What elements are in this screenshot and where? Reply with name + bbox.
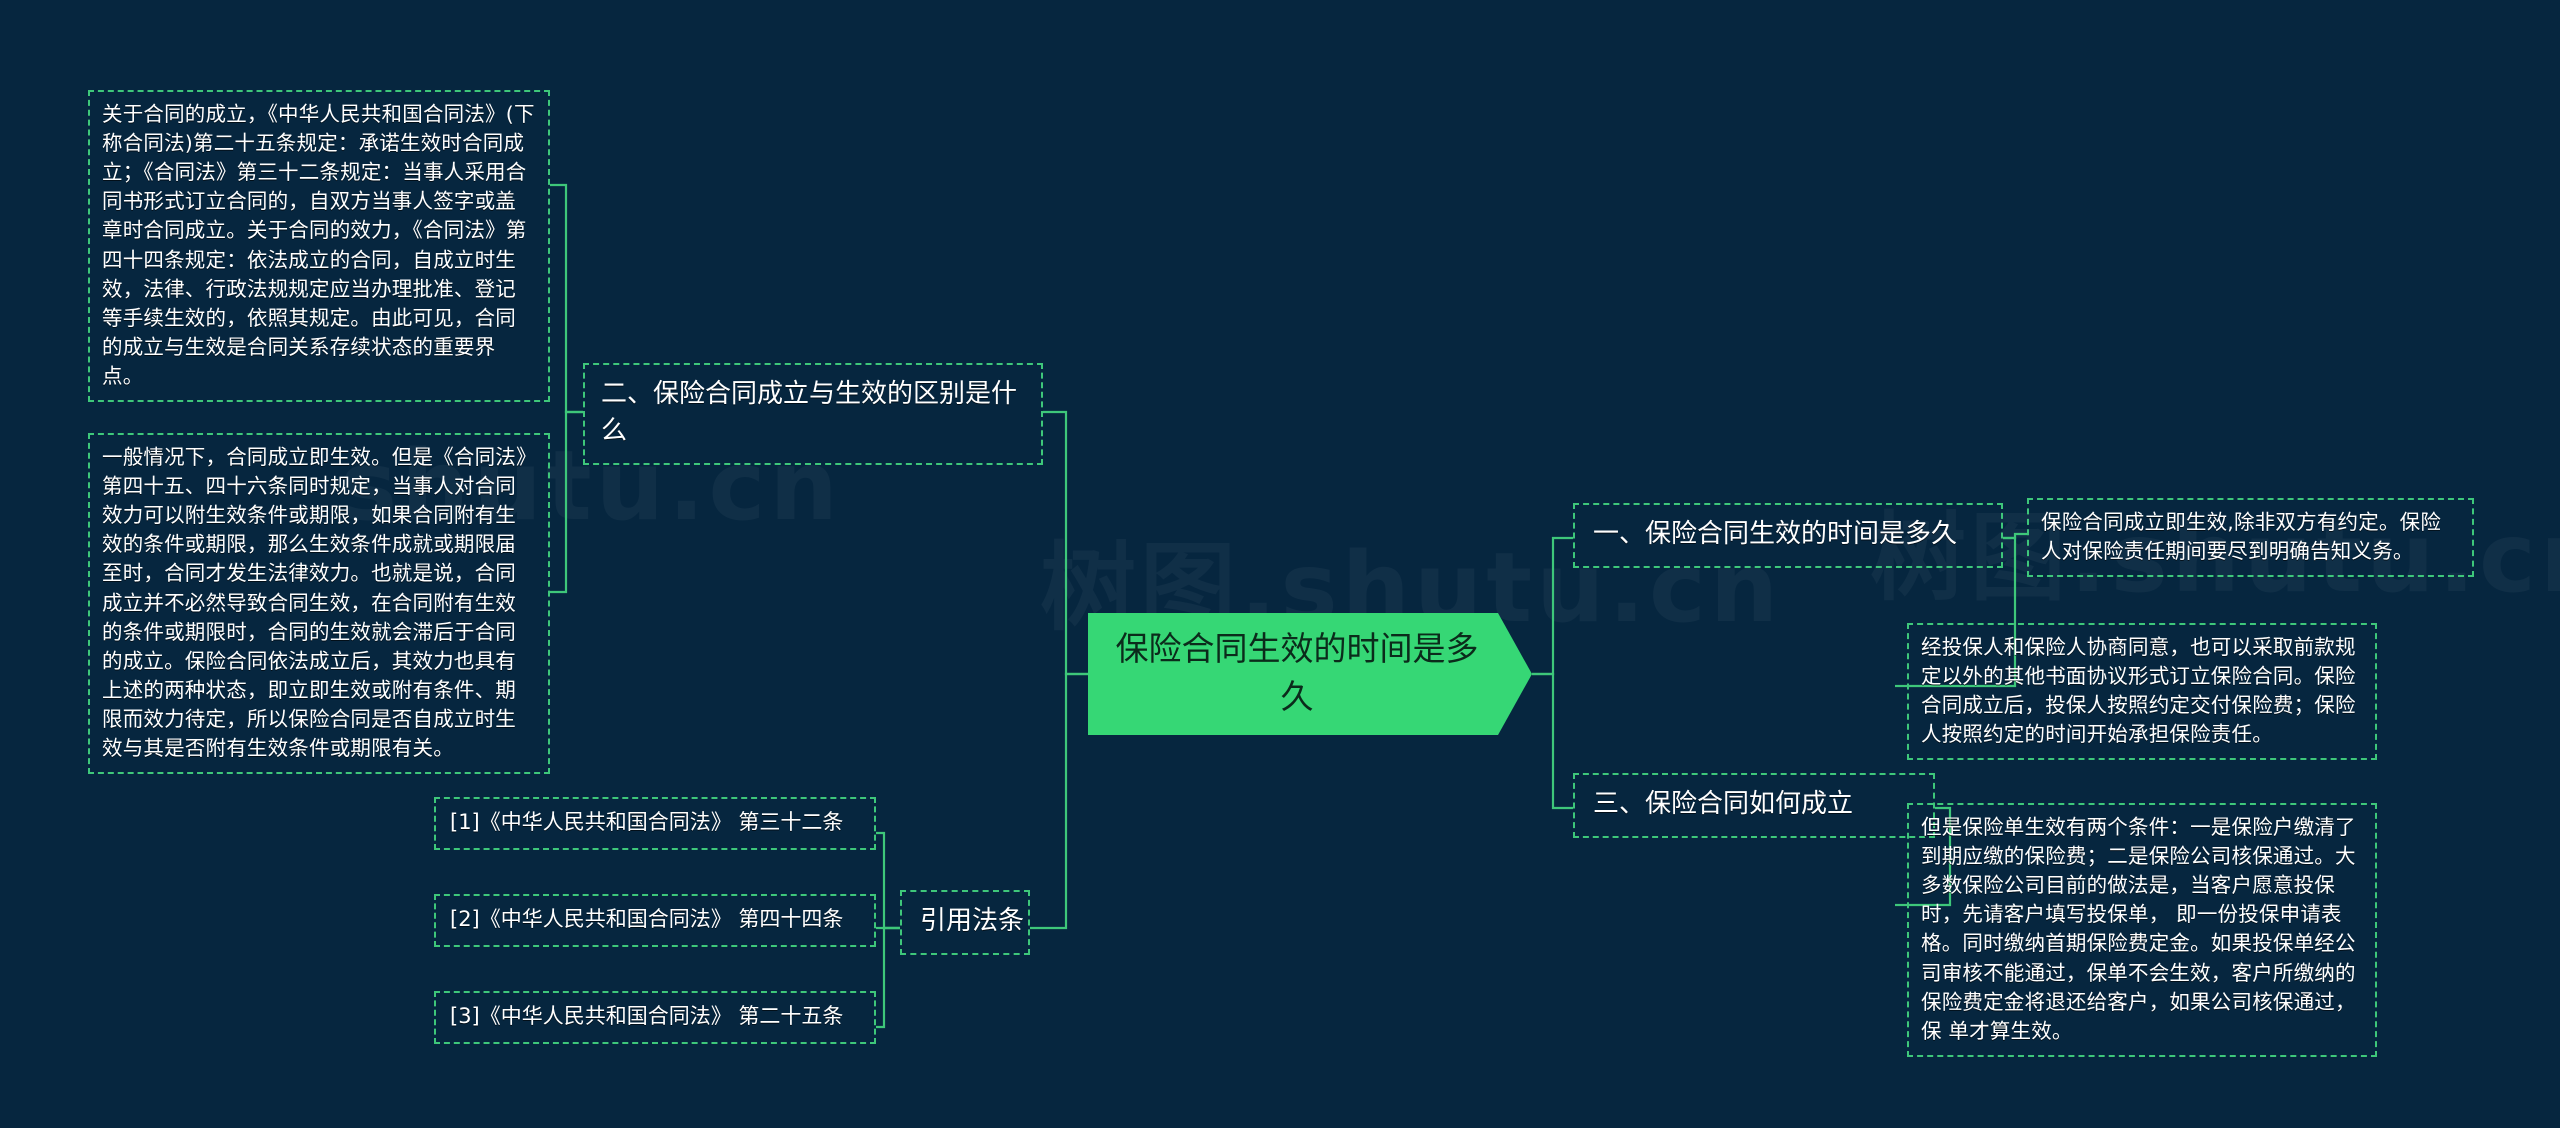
detail-node-effective-on-formation[interactable]: 保险合同成立即生效,除非双方有约定。保险人对保险责任期间要尽到明确告知义务。: [2027, 498, 2474, 578]
detail-node-written-agreement[interactable]: 经投保人和保险人协商同意，也可以采取前款规定以外的其他书面协议形式订立保险合同。…: [1907, 623, 2377, 761]
citation-item-3[interactable]: [3]《中华人民共和国合同法》 第二十五条: [434, 991, 876, 1044]
detail-node-contract-formation[interactable]: 关于合同的成立，《中华人民共和国合同法》(下称合同法)第二十五条规定：承诺生效时…: [88, 90, 550, 403]
citation-item-1[interactable]: [1]《中华人民共和国合同法》 第三十二条: [434, 797, 876, 850]
topic-node-citations[interactable]: 引用法条: [900, 890, 1030, 955]
citation-item-2[interactable]: [2]《中华人民共和国合同法》 第四十四条: [434, 894, 876, 947]
topic-node-1-effective-time[interactable]: 一、保险合同生效的时间是多久: [1573, 503, 2003, 568]
topic-node-2-difference[interactable]: 二、保险合同成立与生效的区别是什么: [583, 363, 1043, 465]
detail-node-policy-conditions[interactable]: 但是保险单生效有两个条件：一是保险户缴清了到期应缴的保险费；二是保险公司核保通过…: [1907, 803, 2377, 1057]
detail-node-effectiveness-conditions[interactable]: 一般情况下，合同成立即生效。但是《合同法》第四十五、四十六条同时规定，当事人对合…: [88, 433, 550, 775]
topic-node-3-how-formed[interactable]: 三、保险合同如何成立: [1573, 773, 1935, 838]
root-node[interactable]: 保险合同生效的时间是多久: [1088, 613, 1532, 735]
